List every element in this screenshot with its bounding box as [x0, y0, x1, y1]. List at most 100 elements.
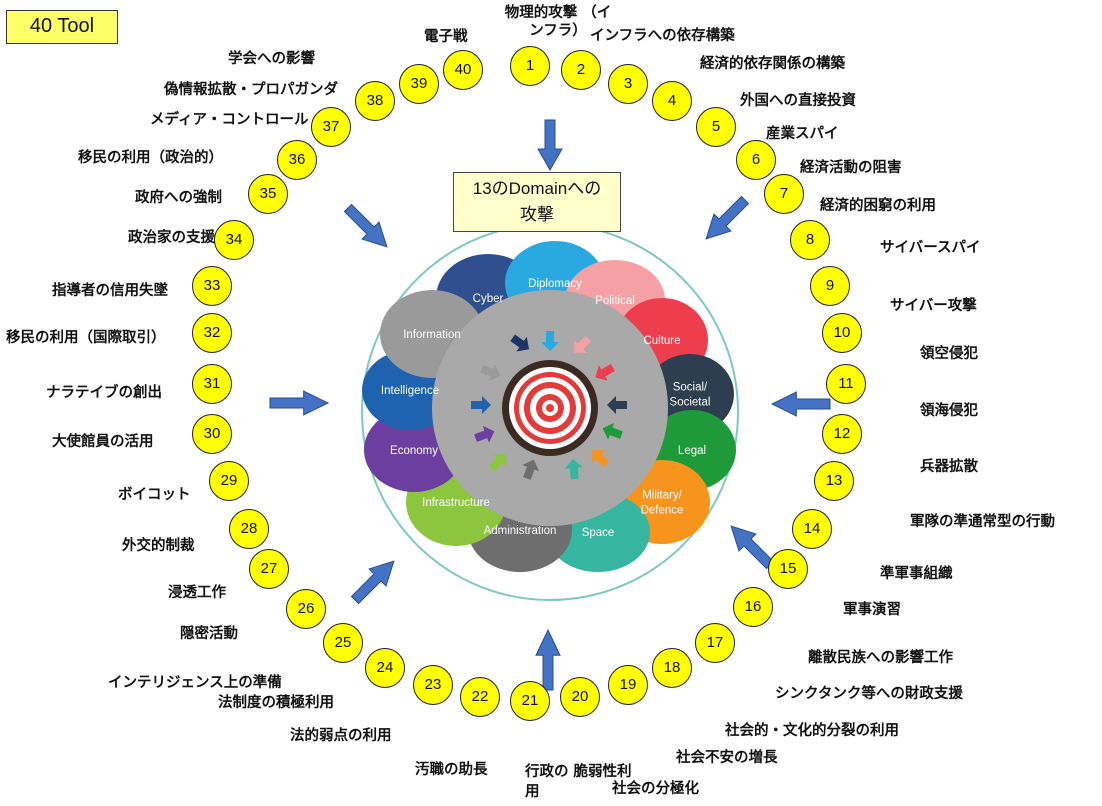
tool-circle-8: 8: [790, 220, 830, 260]
tool-circle-21: 21: [510, 681, 550, 721]
tool-circle-22: 22: [460, 677, 500, 717]
tool-circle-28: 28: [229, 509, 269, 549]
domain-label-0: Cyber: [473, 293, 504, 305]
tool-label-36: 移民の利用（政治的）: [78, 150, 223, 166]
tool-label-18: 社会的・文化的分裂の利用: [725, 723, 899, 739]
tool-circle-18: 18: [652, 648, 692, 688]
tool-circle-4: 4: [652, 81, 692, 121]
domain-label-3: Culture: [643, 335, 680, 347]
big-arrow-2: [770, 391, 831, 417]
tool-label-3: 経済的依存関係の構築: [700, 56, 845, 72]
tool-label-11: 領海侵犯: [920, 403, 978, 419]
tool-label-37: メディア・コントロール: [150, 112, 309, 128]
tool-circle-5: 5: [696, 107, 736, 147]
tool-circle-33: 33: [192, 266, 232, 306]
inner-arrow-11: [471, 396, 491, 414]
tool-label-30: 大使館員の活用: [52, 434, 154, 450]
tool-label-5: 産業スパイ: [766, 126, 839, 142]
tool-label-4: 外国への直接投資: [740, 93, 856, 109]
tool-label-1: 物理的攻撃 （インフラ）: [504, 5, 612, 39]
domain-label-4: Social/: [673, 382, 708, 394]
tool-circle-40: 40: [443, 50, 483, 90]
tool-label-23: 法的弱点の利用: [290, 728, 392, 744]
tool-circle-20: 20: [560, 677, 600, 717]
tool-circle-15: 15: [768, 549, 808, 589]
tool-label-13: 軍隊の準通常型の行動: [910, 514, 1055, 530]
tool-circle-9: 9: [810, 266, 850, 306]
tool-label-38: 偽情報拡散・プロパガンダ: [164, 82, 338, 98]
tool-circle-16: 16: [733, 587, 773, 627]
tool-circle-12: 12: [822, 414, 862, 454]
inner-arrow-3: [595, 364, 615, 381]
tool-label-32: 移民の利用（国際取引）: [6, 330, 166, 346]
inner-arrow-7: [564, 459, 583, 480]
tool-label-25: インテリジェンス上の準備: [108, 675, 282, 691]
tool-label-6: 経済活動の阻害: [800, 160, 902, 176]
domain-label-1: Diplomacy: [528, 278, 582, 290]
domain-label-7: Space: [582, 527, 615, 539]
domain-label-6: Defence: [641, 505, 684, 517]
domain-label-8: Administration: [484, 525, 557, 537]
tool-circle-35: 35: [248, 174, 288, 214]
inner-arrow-10: [474, 425, 495, 443]
tool-circle-10: 10: [822, 313, 862, 353]
domain-attack-box: 13のDomainへの 攻撃: [453, 172, 621, 232]
tool-label-40: 電子戦: [424, 29, 468, 45]
tool-circle-19: 19: [608, 665, 648, 705]
tool-circle-1: 1: [510, 46, 550, 86]
domain-label-5: Legal: [678, 445, 706, 457]
tool-circle-30: 30: [192, 414, 232, 454]
tool-circle-7: 7: [764, 174, 804, 214]
tool-circle-3: 3: [608, 64, 648, 104]
tool-circle-17: 17: [695, 623, 735, 663]
tool-circle-6: 6: [736, 140, 776, 180]
tool-label-10: 領空侵犯: [920, 346, 978, 362]
tool-circle-24: 24: [365, 648, 405, 688]
tool-label-27: 浸透工作: [168, 585, 226, 601]
tool-circle-11: 11: [826, 364, 866, 404]
big-arrow-7: [343, 203, 388, 248]
inner-arrow-8: [522, 459, 540, 480]
inner-arrow-2: [574, 335, 592, 353]
tool-label-9: サイバー攻撃: [890, 298, 977, 314]
tool-circle-32: 32: [192, 313, 232, 353]
tool-label-14: 準軍事組織: [880, 566, 953, 582]
tool-label-17: シンクタンク等への財政支援: [775, 686, 963, 702]
inner-arrow-12: [480, 364, 501, 382]
tool-circle-31: 31: [192, 364, 232, 404]
tool-circle-29: 29: [209, 461, 249, 501]
tool-label-39: 学会への影響: [228, 51, 315, 67]
domain-label-12: Information: [403, 329, 461, 341]
tool-label-8: サイバースパイ: [880, 240, 981, 256]
tool-circle-37: 37: [311, 107, 351, 147]
inner-arrow-9: [488, 454, 506, 472]
tool-circle-39: 39: [399, 64, 439, 104]
domain-label-2: Political: [595, 295, 635, 307]
tool-circle-34: 34: [214, 220, 254, 260]
inner-arrow-4: [607, 396, 627, 414]
tool-circle-27: 27: [249, 549, 289, 589]
domain-label-9: Infrastructure: [422, 497, 490, 509]
domain-box-line1: 13のDomainへの: [472, 179, 602, 198]
domain-petal-4: [646, 354, 734, 434]
tool-circle-38: 38: [355, 81, 395, 121]
big-arrow-0: [537, 119, 563, 172]
inner-arrow-5: [602, 422, 623, 440]
tool-circle-2: 2: [561, 50, 601, 90]
tool-label-16: 離散民族への影響工作: [808, 650, 953, 666]
domain-label-4: Societal: [670, 397, 711, 409]
inner-arrow-1: [541, 331, 559, 351]
tool-circle-14: 14: [792, 509, 832, 549]
tool-label-19: 社会不安の増長: [676, 750, 778, 766]
big-arrow-3: [730, 525, 775, 570]
inner-arrow-0: [510, 334, 530, 352]
tool-label-21: 行政の 脆弱性利用: [525, 764, 632, 800]
tool-label-15: 軍事演習: [843, 602, 901, 618]
domain-label-10: Economy: [390, 445, 438, 457]
domain-label-11: Intelligence: [381, 385, 439, 397]
inner-arrow-6: [592, 450, 610, 468]
tool-label-31: ナラテイブの創出: [46, 385, 162, 401]
tool-label-2: インフラへの依存構築: [590, 28, 735, 44]
tool-label-22: 汚職の助長: [415, 762, 488, 778]
